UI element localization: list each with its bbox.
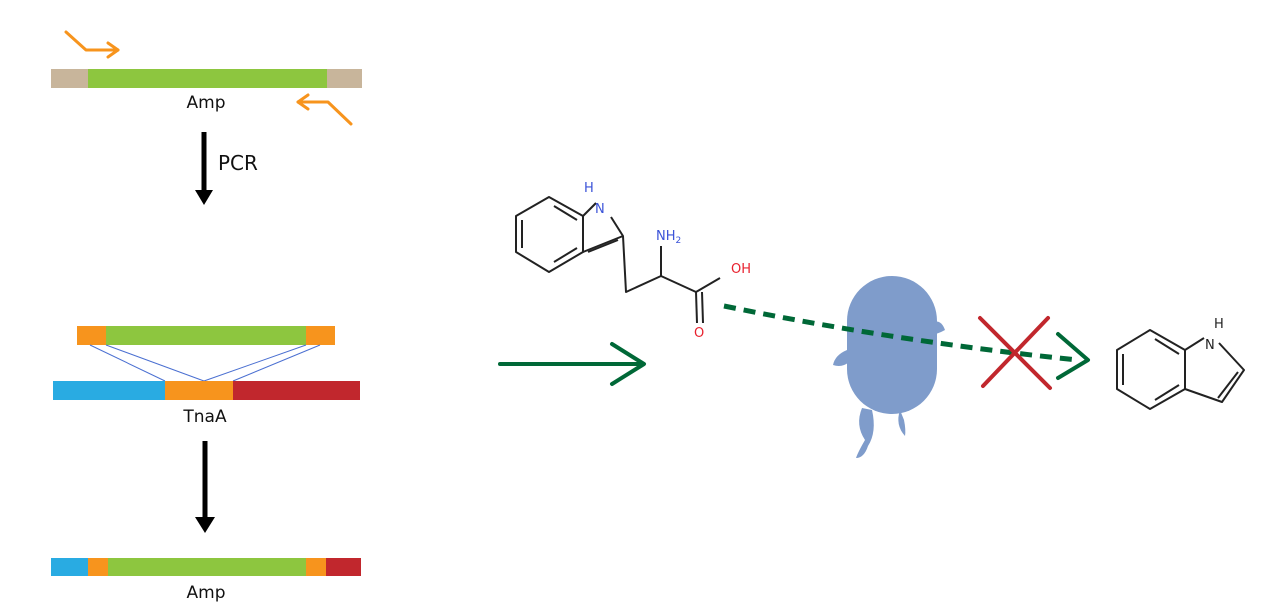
pcr-step-label: PCR (218, 151, 258, 175)
indole-nh-h: H (1214, 317, 1224, 332)
tnaa-gene (165, 381, 233, 400)
recombination-lines (89, 344, 321, 382)
pcr-product-left-flank (77, 326, 106, 345)
tryptophan-hydroxyl: OH (731, 262, 751, 277)
indole-structure (1116, 329, 1245, 410)
target-gene-label: TnaA (182, 407, 227, 427)
pcr-product-amp (106, 326, 306, 345)
knockout-locus (51, 558, 361, 576)
result-amp (108, 558, 306, 576)
forward-primer-icon (64, 30, 120, 59)
indole-nh-n: N (1205, 338, 1215, 353)
reaction-arrow (498, 342, 646, 386)
conversion-arrowhead (1056, 332, 1090, 380)
tnaa-upstream (53, 381, 165, 400)
top-gene-label: Amp (187, 93, 226, 113)
left-homology-arm (51, 69, 88, 88)
tnaa-downstream (233, 381, 360, 400)
tryptophan-nh-n: N (595, 202, 605, 217)
result-right-flank (306, 558, 326, 576)
tryptophan-carbonyl-o: O (694, 326, 704, 341)
amp-gene-bar (88, 69, 327, 88)
conversion-dashed-path (723, 303, 1079, 363)
tryptophan-amine: NH2 (656, 229, 681, 246)
pcr-product-right-flank (306, 326, 335, 345)
right-homology-arm (327, 69, 362, 88)
recombination-arrow (195, 441, 215, 533)
tnaa-locus (53, 381, 360, 400)
cross-mark-icon (978, 316, 1052, 390)
bacterium-icon (833, 276, 945, 458)
result-downstream (326, 558, 361, 576)
reverse-primer-icon (296, 93, 353, 126)
result-gene-label: Amp (187, 583, 226, 603)
result-left-flank (88, 558, 108, 576)
result-upstream (51, 558, 88, 576)
tryptophan-structure (515, 196, 721, 324)
pcr-product (77, 326, 335, 345)
tryptophan-nh-h: H (584, 181, 594, 196)
pcr-arrow (195, 132, 213, 205)
amp-cassette-template (51, 69, 362, 88)
